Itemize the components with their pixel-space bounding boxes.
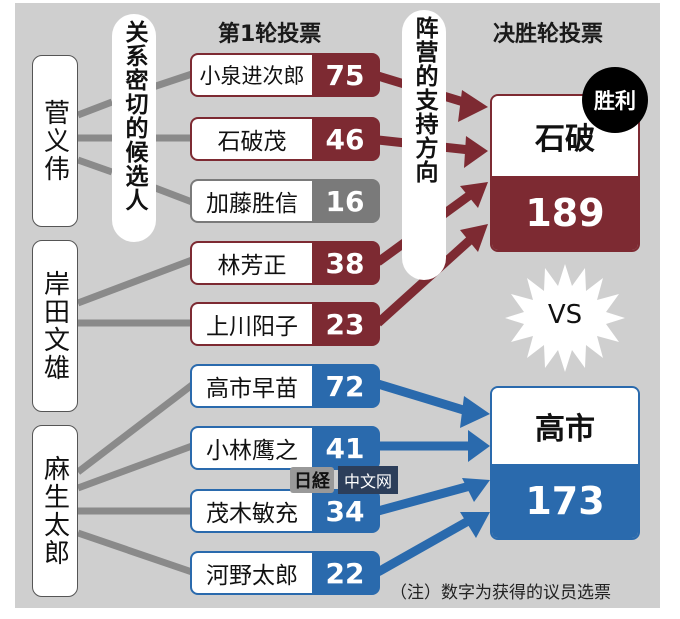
candidate-ishiba: 石破茂 46 bbox=[190, 117, 380, 161]
candidate-motegi: 茂木敏充 34 bbox=[190, 489, 380, 533]
watermark: 日経 中文网 bbox=[290, 466, 399, 494]
result-ishiba: 石破 189 bbox=[490, 94, 640, 252]
candidate-kamikawa: 上川阳子 23 bbox=[190, 302, 380, 346]
round1-header: 第1轮投票 bbox=[218, 22, 322, 47]
faction-support-pill: 阵营的支持方向 bbox=[402, 10, 446, 280]
candidate-hayashi: 林芳正 38 bbox=[190, 241, 380, 285]
win-badge: 胜利 bbox=[582, 67, 648, 133]
runoff-header: 决胜轮投票 bbox=[493, 22, 604, 47]
result-takaichi: 高市 173 bbox=[490, 386, 640, 540]
candidate-kato: 加藤胜信 16 bbox=[190, 179, 380, 223]
footnote: （注）数字为获得的议员选票 bbox=[390, 583, 611, 603]
candidate-takaichi: 高市早苗 72 bbox=[190, 364, 380, 408]
nikkei-logo: 日経 bbox=[290, 467, 334, 493]
vs-label: VS bbox=[547, 300, 583, 330]
faction-suga: 菅义伟 bbox=[32, 55, 78, 227]
related-candidates-pill: 关系密切的候选人 bbox=[112, 14, 156, 242]
candidate-kono: 河野太郎 22 bbox=[190, 551, 380, 595]
faction-kishida: 岸田文雄 bbox=[32, 240, 78, 412]
candidate-kobayashi: 小林鹰之 41 bbox=[190, 426, 380, 470]
faction-aso: 麻生太郎 bbox=[32, 425, 78, 597]
candidate-koizumi: 小泉进次郎 75 bbox=[190, 53, 380, 97]
watermark-text: 中文网 bbox=[338, 466, 399, 494]
vs-starburst-icon bbox=[505, 264, 625, 372]
